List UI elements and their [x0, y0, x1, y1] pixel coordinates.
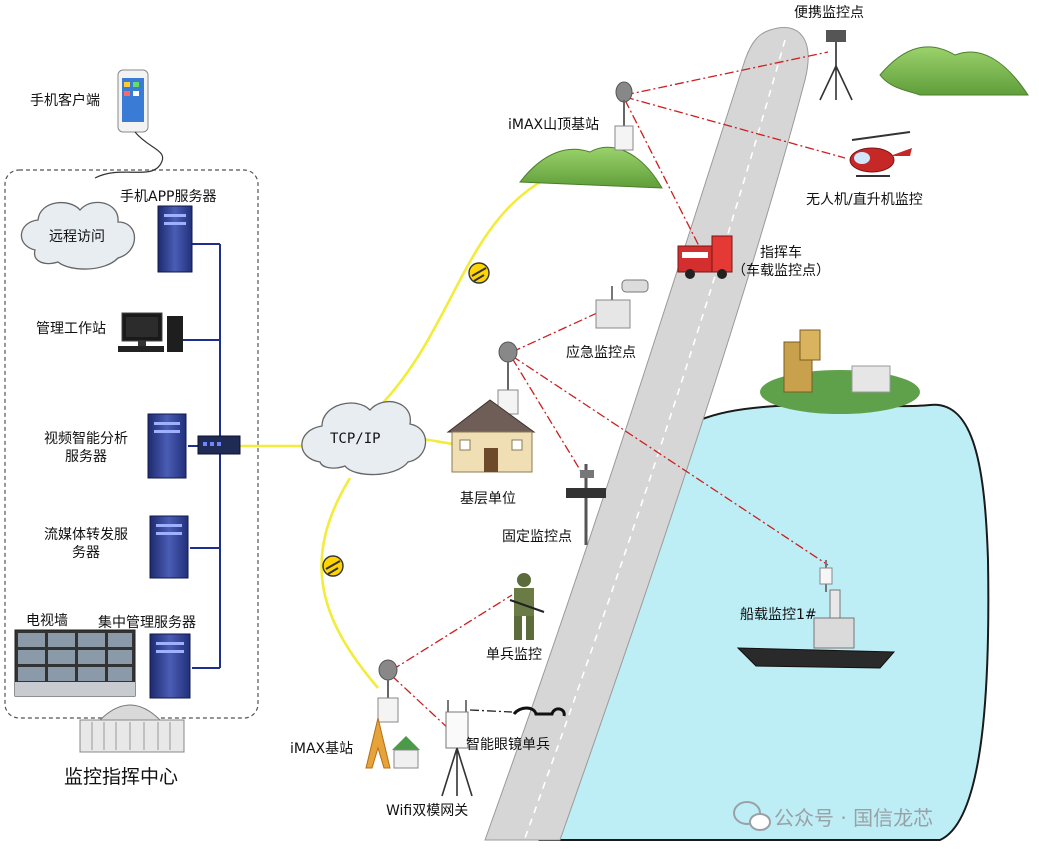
stream-server-icon	[149, 515, 189, 579]
phone-client-icon	[94, 69, 164, 179]
remote-access-cloud	[20, 201, 135, 270]
tcpip-label: TCP/IP	[330, 431, 381, 447]
workstation-icon	[118, 312, 183, 352]
emergency-camera-icon	[595, 279, 649, 329]
watermark-text: 公众号 · 国信龙芯	[774, 806, 934, 830]
city-buildings-icon	[760, 329, 920, 414]
mountain-near-station	[519, 146, 663, 189]
command-vehicle-label-line2: （车载监控点）	[732, 263, 830, 279]
video-analysis-label-line1: 视频智能分析	[44, 431, 128, 447]
emergency-base-station-icon	[497, 341, 519, 415]
base-unit-building-icon	[446, 399, 536, 473]
wifi-gateway-label: Wifi双模网关	[386, 803, 469, 819]
fixed-point-label: 固定监控点	[502, 529, 572, 545]
command-vehicle-label-line1: 指挥车	[760, 245, 802, 261]
smart-glasses-icon	[512, 706, 566, 717]
emergency-point-label: 应急监控点	[566, 345, 636, 361]
mountain-base-station-icon	[614, 81, 634, 151]
command-vehicle-label: 指挥车 （车载监控点）	[726, 244, 836, 280]
video-wall-icon	[14, 629, 136, 697]
base-unit-label: 基层单位	[460, 491, 516, 507]
relay-icon	[468, 262, 490, 284]
command-vehicle-icon	[677, 235, 733, 279]
central-server-icon	[149, 633, 191, 699]
drone-monitor-label: 无人机/直升机监控	[806, 192, 923, 208]
app-server-label: 手机APP服务器	[120, 189, 217, 205]
phone-client-label: 手机客户端	[30, 93, 100, 109]
wifi-gateway-icon	[441, 700, 473, 797]
portable-camera-icon	[819, 30, 853, 101]
video-analysis-label: 视频智能分析 服务器	[36, 430, 136, 466]
command-center-title: 监控指挥中心	[64, 766, 179, 788]
stream-server-label: 流媒体转发服 务器	[36, 526, 136, 562]
house-icon	[392, 736, 420, 769]
road	[484, 27, 809, 841]
road-center-line	[524, 39, 786, 839]
soldier-monitor-label: 单兵监控	[486, 647, 542, 663]
command-center-building-icon	[79, 704, 185, 753]
app-server-icon	[157, 205, 193, 273]
relay-icon	[322, 555, 344, 577]
eiffel-tower-icon	[365, 717, 391, 769]
portable-point-label: 便携监控点	[794, 5, 864, 21]
video-analysis-label-line2: 服务器	[65, 449, 107, 465]
command-center-box	[4, 169, 259, 719]
helicopter-icon	[849, 131, 912, 177]
ship-monitor-label: 船载监控1#	[740, 607, 817, 623]
imax-station-label: iMAX基站	[290, 741, 354, 757]
mountain-station-label: iMAX山顶基站	[508, 117, 600, 133]
stream-server-label-line2: 务器	[72, 545, 100, 561]
wireless-links	[391, 51, 846, 731]
wechat-icon	[733, 801, 771, 831]
soldier-icon	[509, 573, 545, 640]
imax-base-station-icon	[377, 659, 399, 723]
video-analysis-server-icon	[147, 413, 187, 479]
workstation-label: 管理工作站	[36, 321, 106, 337]
video-wall-label: 电视墙	[26, 613, 68, 629]
glasses-soldier-label: 智能眼镜单兵	[466, 737, 550, 753]
tcpip-cloud	[301, 400, 427, 476]
ship-icon	[736, 560, 896, 669]
fixed-camera-icon	[566, 464, 606, 545]
mountain-far	[879, 46, 1029, 96]
backbone-links	[240, 156, 611, 689]
central-server-label: 集中管理服务器	[98, 615, 196, 631]
network-switch-icon	[197, 435, 241, 455]
remote-access-label: 远程访问	[49, 229, 105, 245]
stream-server-label-line1: 流媒体转发服	[44, 527, 128, 543]
